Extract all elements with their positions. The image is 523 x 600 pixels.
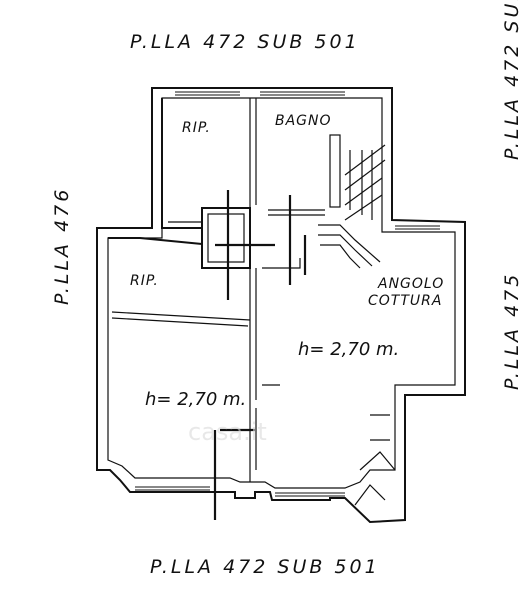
watermark-text: casa.it [188,418,267,446]
parcel-label-right: P.LLA 475 [501,272,523,390]
interior-walls [108,98,396,506]
section-marks [213,190,307,520]
parcel-label-bottom: P.LLA 472 SUB 501 [150,556,380,578]
height-label-left-room: h= 2,70 m. [145,389,246,410]
parcel-label-top-right: P.LLA 472 SUB [501,0,523,160]
outer-walls [96,87,466,524]
height-label-right-room: h= 2,70 m. [298,339,399,360]
parcel-label-left: P.LLA 476 [51,187,73,305]
room-label-storage-left: RIP. [130,273,159,289]
room-label-kitchen-line1: ANGOLO [377,276,444,292]
room-label-kitchen-line2: COTTURA [368,293,442,309]
room-label-bathroom: BAGNO [275,113,332,129]
parcel-label-top: P.LLA 472 SUB 501 [130,31,360,53]
room-label-storage-top: RIP. [182,120,211,136]
staircase [318,144,386,269]
windows [135,91,440,497]
